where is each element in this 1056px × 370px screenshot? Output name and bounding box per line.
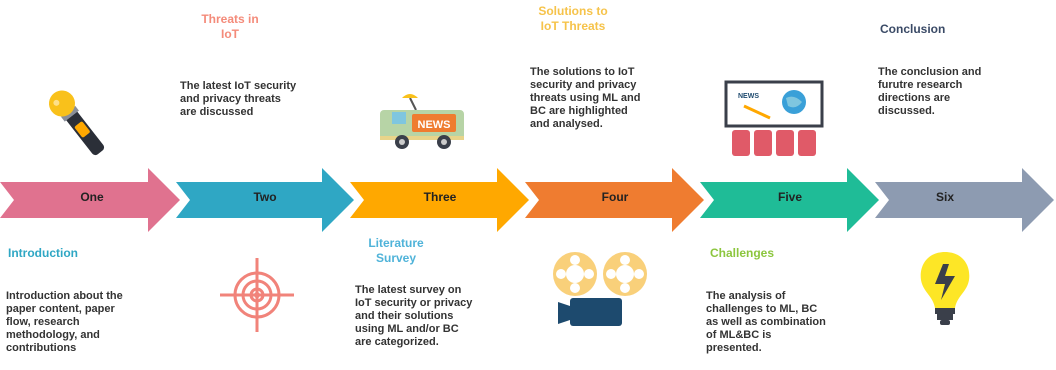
heading-introduction: Introduction — [8, 246, 78, 260]
arrow-three — [350, 168, 529, 232]
film-camera-icon — [553, 252, 647, 326]
step-label-three: Three — [423, 190, 457, 204]
news-van-icon: NEWS — [380, 94, 464, 149]
arrow-six — [875, 168, 1054, 232]
step-label-four: Four — [601, 190, 629, 204]
description-one: Introduction about the paper content, pa… — [6, 290, 123, 354]
arrow-one — [0, 168, 180, 232]
description-three: The latest survey on IoT security or pri… — [355, 284, 473, 348]
svg-text:NEWS: NEWS — [738, 93, 759, 100]
description-six: The conclusion and furutre research dire… — [878, 66, 982, 117]
presentation-screen-icon: NEWS — [724, 80, 824, 156]
heading-solutions: Solutions to IoT Threats — [538, 4, 608, 33]
step-label-five: Five — [777, 190, 802, 204]
heading-challenges: Challenges — [710, 246, 775, 260]
heading-threats: Threats in IoT — [201, 12, 259, 41]
description-five: The analysis of challenges to ML, BC as … — [706, 290, 826, 354]
svg-text:NEWS: NEWS — [418, 119, 451, 131]
step-label-one: One — [80, 190, 104, 204]
description-two: The latest IoT security and privacy thre… — [180, 80, 297, 118]
microphone-icon — [48, 90, 105, 156]
heading-conclusion: Conclusion — [880, 22, 946, 36]
lightbulb-icon — [920, 252, 970, 325]
description-four: The solutions to IoT security and privac… — [530, 66, 641, 130]
heading-literature-survey: Literature Survey — [368, 236, 424, 265]
arrow-five — [700, 168, 879, 232]
step-label-two: Two — [253, 190, 277, 204]
arrow-two — [176, 168, 354, 232]
arrow-four — [525, 168, 704, 232]
step-label-six: Six — [935, 190, 954, 204]
target-icon — [220, 258, 294, 332]
